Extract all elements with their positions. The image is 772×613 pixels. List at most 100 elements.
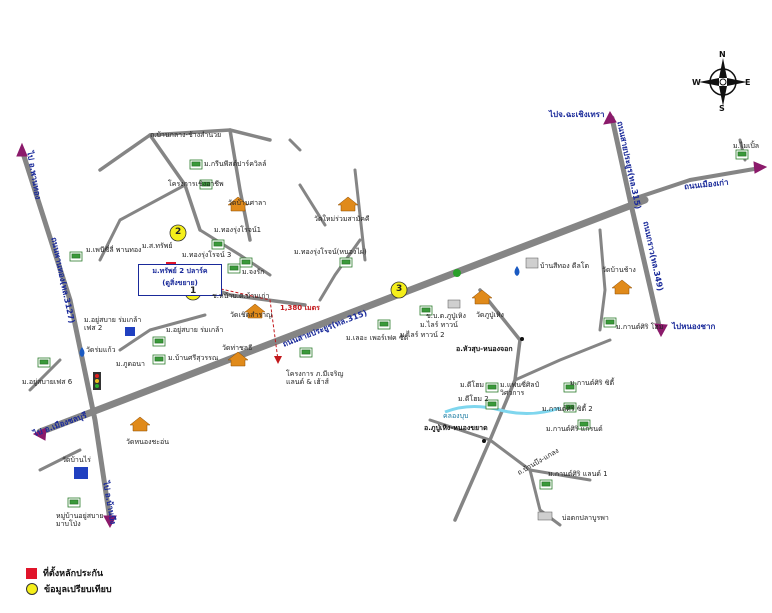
temple-icon [227,196,249,212]
marker-3-label: 3 [396,284,403,294]
place-label: ม.อยู่สบาย ร่มเกล้า เฟส 2 [84,316,142,332]
plot-callout-line1: ม.ทรัพย์ 2 ปลาร์ค [152,267,208,275]
compass-w: W [692,78,701,87]
drop-icon [514,266,520,276]
place-label: โครงการเชิงอาชีพ [168,180,224,188]
house-icon [377,319,391,330]
house-icon [539,479,553,490]
legend-compare-swatch [26,583,38,595]
legend-compare: ข้อมูลเปรียบเทียบ [26,582,112,596]
place-label: ม.กรีนพีสต์ปาร์ควิลล์ [204,160,267,168]
house-icon [37,357,51,368]
road-label-chachoengsao: ไปจ.ฉะเชิงเทรา [549,110,605,119]
place-label: ข.บ.ต.ภูปู่เหิง [426,312,466,320]
house-icon [563,402,577,413]
house-icon [211,239,225,250]
place-label: ช.หน้าบ.ต.บ้านเก่า [212,292,270,300]
place-label: วัดเชิดสำราญ [230,311,273,319]
building-icon [525,257,539,269]
place-label: ม.ดีโฮม [460,381,485,389]
temple-icon [227,351,249,367]
place-label: ม.บ้านศรีสุวรรณ [168,354,219,362]
legend-plot: ที่ตั้งหลักประกัน [26,566,103,580]
legend-compare-label: ข้อมูลเปรียบเทียบ [44,585,112,595]
place-label: อ.หัวสุบ-หนองจอก [456,345,513,353]
house-icon [69,251,83,262]
place-label: วัดใหม่ร่วมสามัคคี [314,215,370,223]
place-label: ม.กานต์ศิริ โฮม [616,323,664,331]
arrow-chonburi [32,427,47,441]
place-label: ม.ทองรุ่งโรจน์(หนองไผ่) [294,248,367,256]
arrow-ban-bueng [103,515,117,529]
building-icon [537,511,553,521]
building-icon [447,299,461,309]
compass-icon [699,58,747,106]
house-icon [152,336,166,347]
temple-icon [129,416,151,432]
place-label: วัดร่มแก้ว [86,346,116,354]
place-label: วัดภูปู่เหิง [476,311,504,319]
arrow-phanat [16,142,28,157]
marker-1-label: 1 [190,286,197,296]
road-muang-kao [628,166,762,202]
place-label: ม.กานต์ศิริ แกรนด์ [546,425,603,433]
place-label: ม.แฟนซี่ศิลป์ วิศวการ [500,381,540,397]
place-label: ม.กานต์ศิริ ซิตี้ [570,379,615,387]
bus-stop-icon [125,327,135,336]
place-label: วัดหนองชะอ่น [126,438,169,446]
house-icon [485,382,499,393]
place-label: ม.กานต์ศิริ แลนด์ 1 [548,470,608,478]
place-label: ม.ดีโฮม 2 [458,395,489,403]
distance-line [171,277,279,361]
temple-icon [337,196,359,212]
place-label: วัดบ้านไร่ [62,456,91,464]
temple-icon [611,279,633,295]
place-label: คลองบุบ [443,412,469,420]
marker-3 [390,281,408,299]
arrow-chachoengsao [603,110,617,125]
road-label-nong-yai: ไปหนองชาก [672,322,716,331]
place-label: วัดบ้านช้าง [602,266,636,274]
junction-dot [520,337,524,341]
plot-callout-line2: (ดูสิ่งขยาย) [162,279,198,287]
drop-icon [79,347,85,357]
road-3127 [19,147,113,523]
place-label: ม.ส.ทรัพย์ [142,242,173,250]
house-icon [419,305,433,316]
temple-icon [471,289,493,305]
place-label: ถ.บ้านกลาง-ช้างสำนวย [150,131,222,139]
place-label: ม.ไลร์ ทาวน์ [420,321,458,329]
main-road-315 [36,196,649,436]
legend-plot-swatch [26,567,37,579]
house-icon [239,257,253,268]
traffic-light-icon [93,372,101,390]
shop-icon [453,269,461,277]
house-icon [485,399,499,410]
place-label: วัดท่าชลธี [222,344,253,352]
compass-e: E [745,78,751,87]
house-icon [577,419,591,430]
house-icon [299,347,313,358]
place-label: ม.อยู่สบาย ร่มเกล้า [166,326,224,334]
house-icon [735,149,749,160]
house-icon [189,159,203,170]
place-label: โครงการ ภ.มีเจริญ แลนด์ & เฮ้าส์ [286,370,344,386]
temple-icon [244,303,266,319]
arrow-nong-yai [654,323,668,338]
house-icon [227,263,241,274]
place-label: ม.ทองรุ่งโรจน์ 3 [182,251,232,259]
place-label: ม.ไลร์ ทาวน์ 2 [400,331,445,339]
place-label: บ่อตกปลาบูรพา [562,514,609,522]
arrow-muang-kao [753,161,768,174]
house-icon [67,497,81,508]
compass-s: S [719,104,725,113]
house-icon [152,354,166,365]
legend-plot-label: ที่ตั้งหลักประกัน [43,569,104,579]
house-icon [563,382,577,393]
place-label: หมู่บ้านอยู่สบาย มาบโป่ง [56,512,104,528]
place-label: บ้านสีทอง ดีลโต [540,262,590,270]
compass-n: N [719,50,726,59]
place-label: วัดบ้านศาลา [228,199,267,207]
place-label: ม.ภูดอนา [116,360,145,368]
plot-callout: ม.ทรัพย์ 2 ปลาร์ค (ดูสิ่งขยาย) [138,264,222,296]
